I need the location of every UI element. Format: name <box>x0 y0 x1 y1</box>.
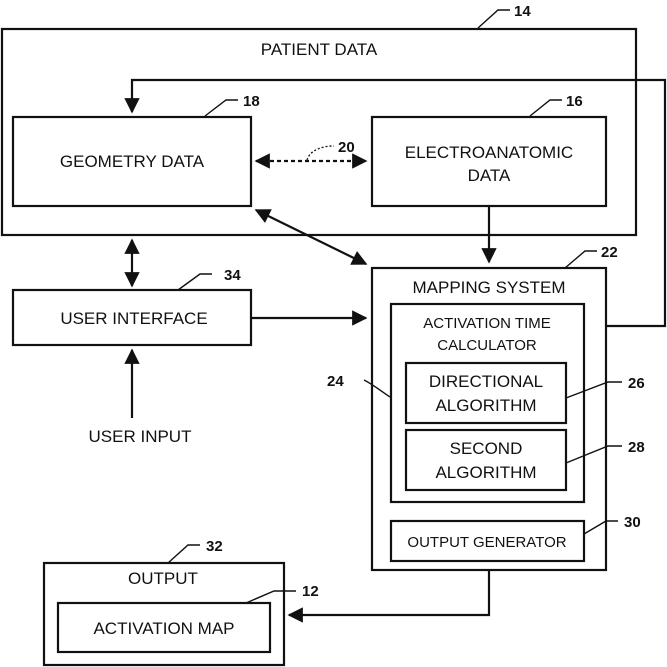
activation-map-ref: 12 <box>302 583 319 600</box>
mapping-system-label: MAPPING SYSTEM <box>412 278 565 297</box>
mapping-system-ref: 22 <box>601 244 618 261</box>
geometry-data-label: GEOMETRY DATA <box>60 152 205 171</box>
activation-time-calculator-label-line1: ACTIVATION TIME <box>423 315 551 332</box>
user-interface-label: USER INTERFACE <box>60 309 207 328</box>
patient-data-label: PATIENT DATA <box>261 40 378 59</box>
second-algorithm-label-line2: ALGORITHM <box>435 463 536 482</box>
second-algorithm-label-line1: SECOND <box>450 439 523 458</box>
user-interface-ref: 34 <box>224 267 241 284</box>
user-interface-ref-leader <box>178 274 212 290</box>
activation-map-label: ACTIVATION MAP <box>93 619 234 638</box>
output-ref-leader <box>168 545 200 563</box>
mapping-system-ref-leader <box>565 251 597 268</box>
mapping-to-output-arrow <box>289 570 489 615</box>
patient-data-ref-leader <box>478 10 510 28</box>
electroanatomic-data-label-line1: ELECTROANATOMIC <box>405 143 573 162</box>
output-ref: 32 <box>206 538 223 555</box>
directional-algorithm-label-line2: ALGORITHM <box>435 396 536 415</box>
directional-algorithm-ref: 26 <box>628 375 645 392</box>
output-generator-label: OUTPUT GENERATOR <box>407 534 566 551</box>
output-label: OUTPUT <box>128 569 198 588</box>
activation-time-calculator-label-line2: CALCULATOR <box>437 337 537 354</box>
electroanatomic-data-ref: 16 <box>566 93 583 110</box>
user-input-label: USER INPUT <box>89 427 192 446</box>
directional-algorithm-label-line1: DIRECTIONAL <box>429 372 543 391</box>
geometry-data-ref: 18 <box>243 93 260 110</box>
electroanatomic-data-label-line2: DATA <box>468 166 511 185</box>
patient-data-ref: 14 <box>514 3 531 20</box>
output-generator-ref: 30 <box>624 514 641 531</box>
activation-time-calculator-ref: 24 <box>327 373 344 390</box>
second-algorithm-ref: 28 <box>628 439 645 456</box>
link-ref: 20 <box>338 139 355 156</box>
